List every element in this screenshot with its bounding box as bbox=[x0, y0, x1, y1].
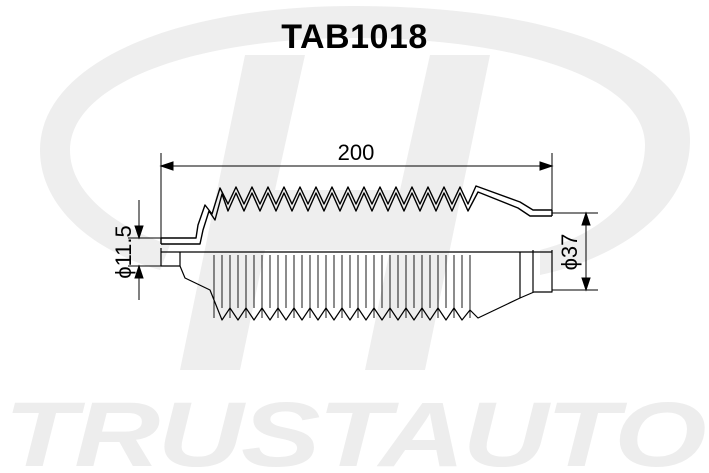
boot-section-upper bbox=[160, 185, 553, 245]
small-diameter-dimension bbox=[128, 200, 161, 300]
length-dimension bbox=[159, 153, 554, 238]
watermark-logo bbox=[40, 6, 690, 370]
large-diameter-dimension bbox=[552, 211, 598, 292]
length-label: 200 bbox=[338, 140, 375, 165]
boot-ribs bbox=[213, 255, 471, 318]
large-diameter-label: ϕ37 bbox=[557, 234, 582, 271]
watermark-brand-text: TRUSTAUTO bbox=[4, 384, 706, 473]
small-diameter-label: ϕ11.5 bbox=[111, 225, 136, 279]
part-number-title: TAB1018 bbox=[281, 18, 428, 56]
